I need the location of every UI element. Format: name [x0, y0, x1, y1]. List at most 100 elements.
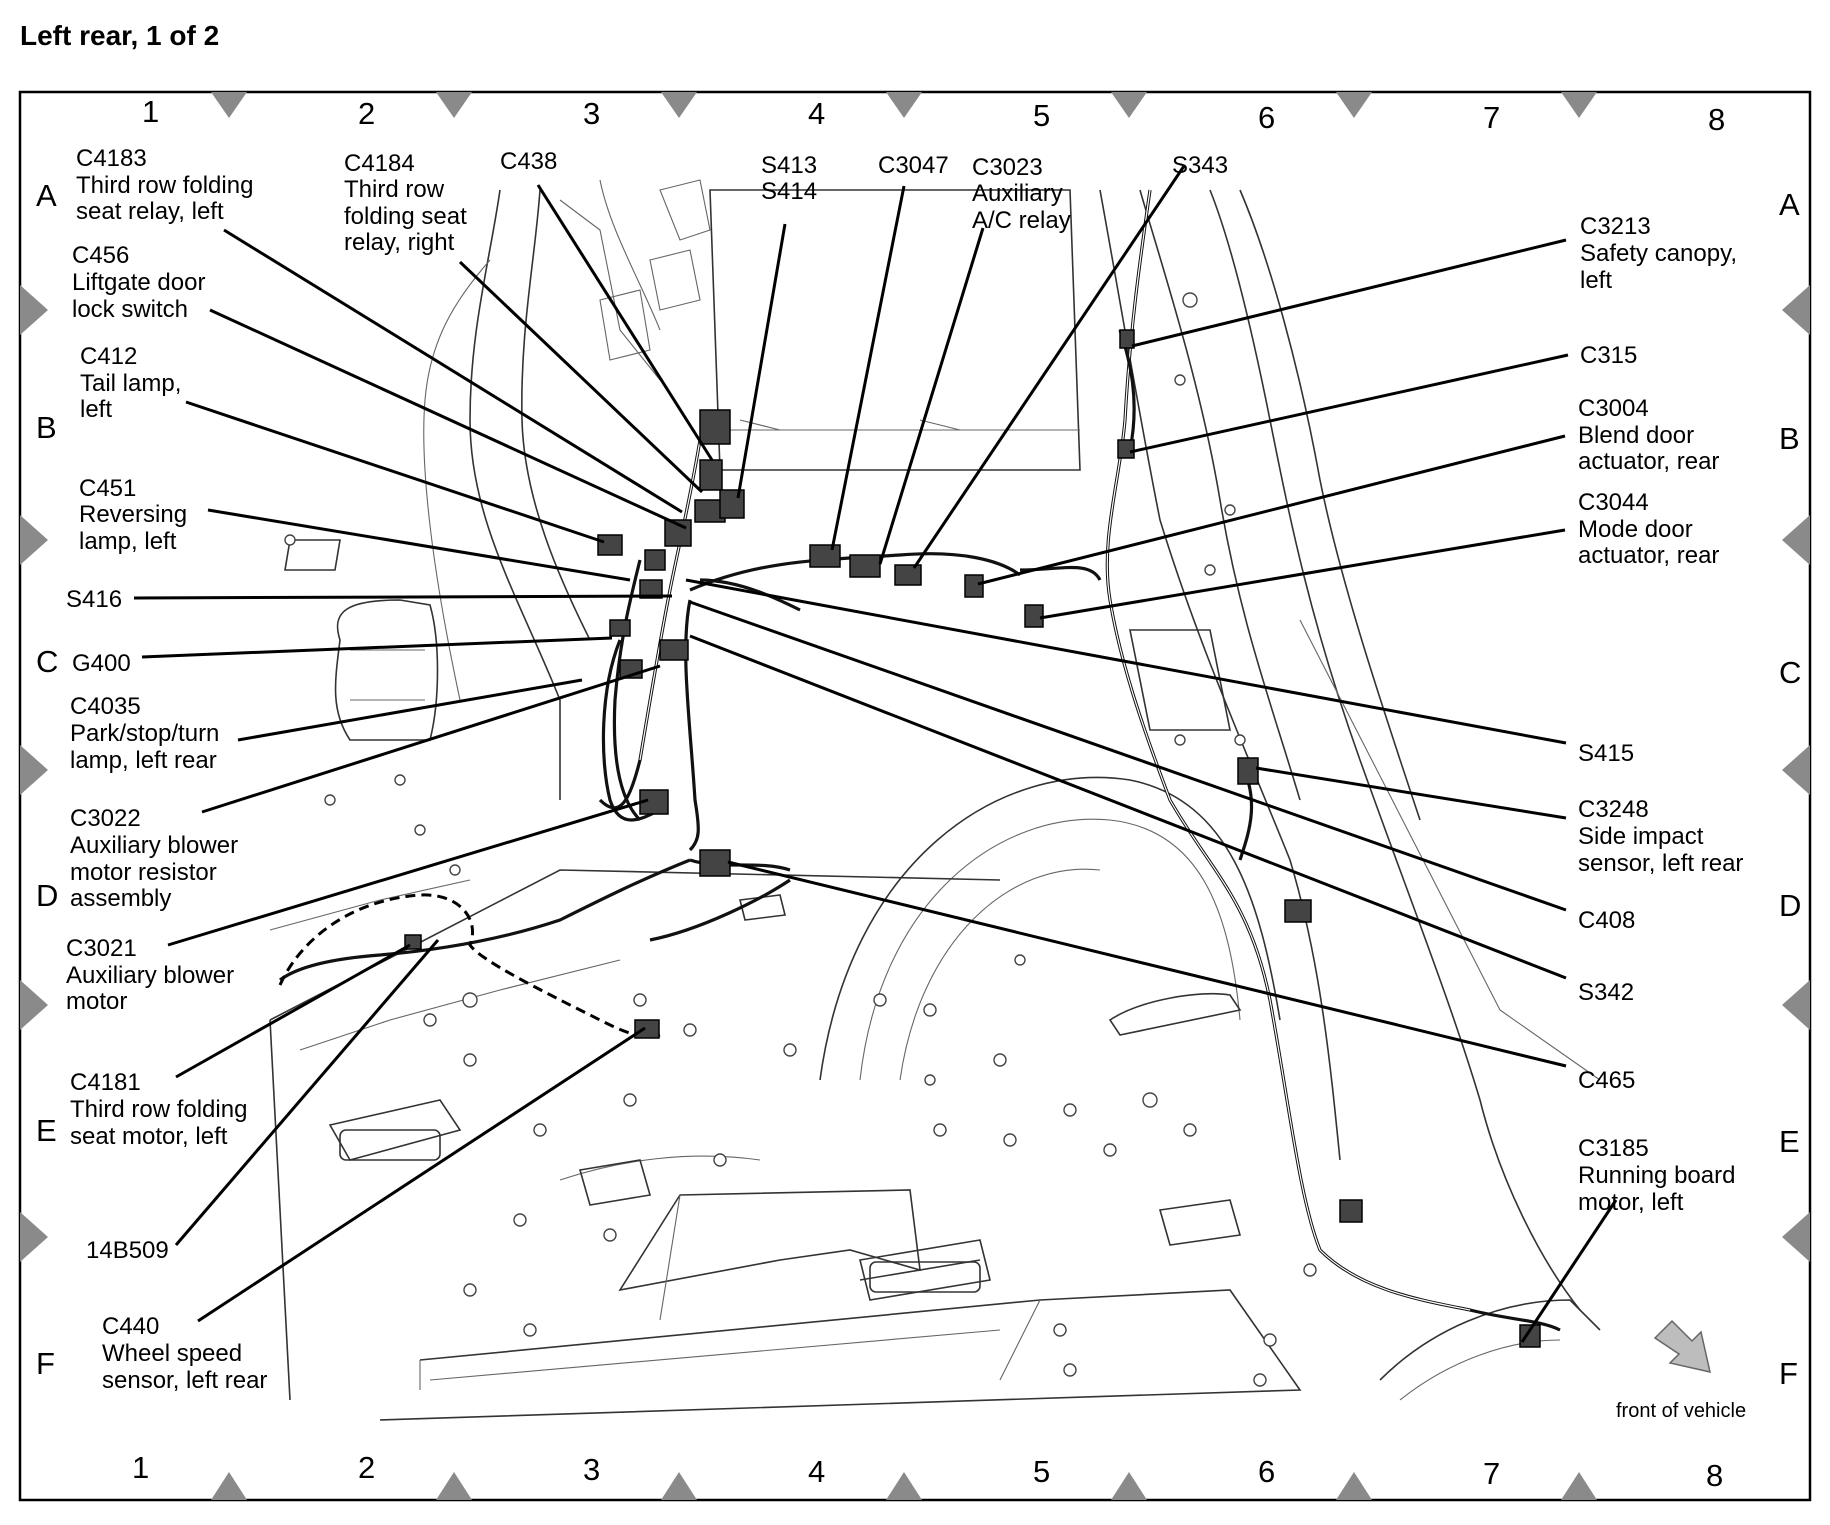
callout-c3022: C3022 Auxiliary blower motor resistor as… — [70, 805, 238, 912]
callout-s342: S342 — [1578, 979, 1634, 1006]
svg-text:C315: C315 — [1580, 342, 1637, 369]
diagram-frame — [18, 90, 1812, 1502]
svg-text:lamp, left: lamp, left — [79, 528, 177, 555]
svg-text:C3248: C3248 — [1578, 796, 1649, 823]
svg-text:C4035: C4035 — [70, 693, 141, 720]
callout-s413-s414: S413 S414 — [761, 152, 817, 205]
svg-text:seat motor, left: seat motor, left — [70, 1123, 228, 1150]
svg-text:C451: C451 — [79, 475, 136, 502]
svg-text:C4184: C4184 — [344, 150, 415, 177]
svg-text:S415: S415 — [1578, 740, 1634, 767]
orientation-arrow-icon — [1653, 1319, 1711, 1373]
col-label-bottom-4: 4 — [808, 1454, 825, 1489]
col-label-8: 8 — [1708, 102, 1725, 137]
col-label-2: 2 — [358, 96, 375, 131]
callout-g400: G400 — [72, 650, 131, 677]
vehicle-body-illustration — [269, 179, 1601, 1421]
callout-c4181: C4181 Third row folding seat motor, left — [70, 1069, 247, 1150]
svg-text:C4181: C4181 — [70, 1069, 141, 1096]
svg-text:actuator, rear: actuator, rear — [1578, 542, 1719, 569]
callout-c438: C438 — [500, 148, 557, 175]
svg-text:lock switch: lock switch — [72, 296, 188, 323]
callout-c4184: C4184 Third row folding seat relay, righ… — [344, 150, 467, 256]
row-labels-left: A B C D E F — [36, 178, 58, 1381]
svg-text:S343: S343 — [1172, 152, 1228, 179]
row-label-right-A: A — [1779, 187, 1800, 222]
svg-text:C3047: C3047 — [878, 152, 949, 179]
callout-c3185: C3185 Running board motor, left — [1578, 1135, 1735, 1216]
svg-text:Third row folding: Third row folding — [76, 172, 253, 199]
svg-text:lamp, left rear: lamp, left rear — [70, 747, 217, 774]
floor-vent-pattern — [339, 1129, 981, 1293]
callout-14b509: 14B509 — [86, 1237, 169, 1264]
col-label-bottom-8: 8 — [1706, 1458, 1723, 1493]
col-label-5: 5 — [1033, 98, 1050, 133]
svg-text:relay, right: relay, right — [344, 229, 455, 256]
col-label-bottom-5: 5 — [1033, 1454, 1050, 1489]
svg-text:Tail lamp,: Tail lamp, — [80, 370, 181, 397]
leader-lines — [133, 165, 1618, 1343]
svg-text:Auxiliary: Auxiliary — [972, 180, 1063, 207]
svg-text:actuator, rear: actuator, rear — [1578, 448, 1719, 475]
col-label-7: 7 — [1483, 100, 1500, 135]
svg-text:motor: motor — [66, 988, 127, 1015]
svg-text:seat relay, left: seat relay, left — [76, 198, 224, 225]
svg-text:folding seat: folding seat — [344, 203, 467, 230]
svg-text:A/C relay: A/C relay — [972, 207, 1071, 234]
callout-c315: C315 — [1580, 342, 1637, 369]
svg-text:Reversing: Reversing — [79, 501, 187, 528]
svg-text:C3004: C3004 — [1578, 395, 1649, 422]
svg-text:S342: S342 — [1578, 979, 1634, 1006]
row-label-C: C — [36, 644, 58, 679]
svg-text:C456: C456 — [72, 242, 129, 269]
callout-c3004: C3004 Blend door actuator, rear — [1578, 395, 1719, 475]
svg-text:motor, left: motor, left — [1578, 1189, 1684, 1216]
row-label-right-D: D — [1779, 888, 1801, 923]
svg-text:S413: S413 — [761, 152, 817, 179]
callout-s416: S416 — [66, 586, 122, 613]
svg-text:motor resistor: motor resistor — [70, 859, 217, 886]
svg-text:Third row folding: Third row folding — [70, 1096, 247, 1123]
callout-c3213: C3213 Safety canopy, left — [1580, 213, 1737, 294]
svg-text:Running board: Running board — [1578, 1162, 1735, 1189]
col-label-bottom-7: 7 — [1483, 1456, 1500, 1491]
connectors — [404, 329, 1541, 1348]
callout-c3021: C3021 Auxiliary blower motor — [66, 935, 234, 1015]
svg-text:Wheel speed: Wheel speed — [102, 1340, 242, 1367]
column-labels-bottom: 1 2 3 4 5 6 7 8 — [132, 1450, 1723, 1493]
column-labels-top: 1 2 3 4 5 6 7 8 — [142, 94, 1725, 137]
callout-c4035: C4035 Park/stop/turn lamp, left rear — [70, 693, 219, 774]
col-label-4: 4 — [808, 96, 825, 131]
col-label-3: 3 — [583, 96, 600, 131]
zone-border-markers — [20, 92, 1810, 1500]
svg-text:Side impact: Side impact — [1578, 823, 1704, 850]
row-label-B: B — [36, 410, 57, 445]
svg-text:C3185: C3185 — [1578, 1135, 1649, 1162]
row-label-F: F — [36, 1346, 55, 1381]
callout-c3047: C3047 — [878, 152, 949, 179]
svg-text:Auxiliary blower: Auxiliary blower — [70, 832, 238, 859]
col-label-6: 6 — [1258, 100, 1275, 135]
svg-text:Liftgate door: Liftgate door — [72, 269, 205, 296]
row-label-A: A — [36, 178, 57, 213]
svg-text:Safety canopy,: Safety canopy, — [1580, 240, 1737, 267]
row-labels-right: A B C D E F — [1779, 187, 1801, 1391]
col-label-bottom-6: 6 — [1258, 1454, 1275, 1489]
svg-text:assembly: assembly — [70, 885, 171, 912]
orientation-note: front of vehicle — [1616, 1400, 1746, 1422]
svg-text:G400: G400 — [72, 650, 131, 677]
svg-text:Mode door: Mode door — [1578, 516, 1693, 543]
callout-s343: S343 — [1172, 152, 1228, 179]
svg-text:C438: C438 — [500, 148, 557, 175]
row-label-D: D — [36, 878, 58, 913]
svg-text:C3022: C3022 — [70, 805, 141, 832]
row-label-right-F: F — [1779, 1356, 1798, 1391]
callout-c451: C451 Reversing lamp, left — [79, 475, 187, 555]
row-label-E: E — [36, 1113, 57, 1148]
svg-text:C440: C440 — [102, 1313, 159, 1340]
callout-c4183: C4183 Third row folding seat relay, left — [76, 145, 253, 225]
col-label-bottom-3: 3 — [583, 1452, 600, 1487]
col-label-1: 1 — [142, 94, 159, 129]
